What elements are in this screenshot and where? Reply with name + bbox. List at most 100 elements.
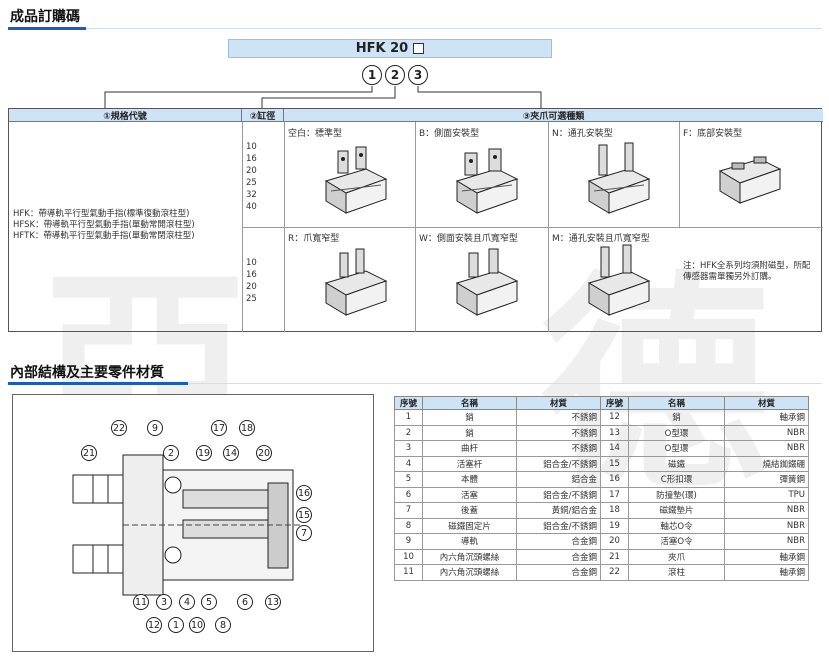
table-cell: 軸芯O令 xyxy=(628,517,725,534)
table-cell: 9 xyxy=(394,533,423,550)
callout-6: 6 xyxy=(237,594,253,610)
table-cell: 10 xyxy=(394,548,423,565)
callout-13: 13 xyxy=(265,594,281,610)
gripper-label-bottom: F：底部安裝型 xyxy=(683,129,743,139)
callout-7: 7 xyxy=(296,525,312,541)
table-cell: 內六角沉頭螺絲 xyxy=(422,564,517,581)
callout-2: 2 xyxy=(163,445,179,461)
section-underline xyxy=(8,27,86,30)
selection-table: ①規格代號 ②缸徑 ③夾爪可選種類 HFK：帶導軌平行型氣動手指(標準復動滾柱型… xyxy=(8,108,823,332)
table-cell: 不銹鋼 xyxy=(516,440,601,457)
header-spec-code: ①規格代號 xyxy=(9,109,242,122)
table-cell: 19 xyxy=(600,517,629,534)
col-header-material: 材質 xyxy=(724,396,809,410)
header-bore: ②缸徑 xyxy=(242,109,284,122)
table-cell: 21 xyxy=(600,548,629,565)
code-circle-1: 1 xyxy=(362,65,382,85)
ordering-note: 注：HFK全系列均須附磁型，所配傳感器需單獨另外訂購。 xyxy=(683,261,811,282)
callout-17: 17 xyxy=(211,420,227,436)
bore-top-list: 10 16 20 25 32 40 xyxy=(246,142,257,212)
section-rule xyxy=(86,28,822,29)
table-cell: 14 xyxy=(600,440,629,457)
callout-22: 22 xyxy=(111,420,127,436)
table-cell: NBR xyxy=(724,440,809,457)
gripper-label-through-narrow: M：通孔安裝且爪寬窄型 xyxy=(552,234,650,244)
table-cell: TPU xyxy=(724,486,809,503)
section-underline xyxy=(8,382,188,385)
table-cell: 7 xyxy=(394,502,423,519)
table-cell: 12 xyxy=(600,409,629,426)
callout-21: 21 xyxy=(81,445,97,461)
table-cell: NBR xyxy=(724,533,809,550)
callout-3: 3 xyxy=(156,594,172,610)
table-cell: NBR xyxy=(724,424,809,441)
table-cell: 活塞 xyxy=(422,486,517,503)
table-cell: 磁鐵固定片 xyxy=(422,517,517,534)
callout-16: 16 xyxy=(296,485,312,501)
table-cell: 17 xyxy=(600,486,629,503)
table-cell: O型環 xyxy=(628,424,725,441)
callout-12: 12 xyxy=(146,617,162,633)
col-header-name: 名稱 xyxy=(628,396,725,410)
callout-11: 11 xyxy=(133,594,149,610)
cross-section-drawing xyxy=(72,454,303,596)
col-header-no: 序號 xyxy=(394,396,423,410)
table-cell: 滾柱 xyxy=(628,564,725,581)
order-code-connector-lines xyxy=(104,86,542,108)
table-cell: 1 xyxy=(394,409,423,426)
callout-5: 5 xyxy=(201,594,217,610)
table-cell: 鋁合金/不銹鋼 xyxy=(516,517,601,534)
table-cell: 13 xyxy=(600,424,629,441)
col-header-material: 材質 xyxy=(516,396,601,410)
table-cell: 不銹鋼 xyxy=(516,424,601,441)
internal-structure-diagram: 21 22 9 2 17 18 19 14 20 16 15 7 11 3 4 … xyxy=(12,394,374,652)
callout-14: 14 xyxy=(223,445,239,461)
bore-bottom-list: 10 16 20 25 xyxy=(246,258,257,304)
code-circle-2: 2 xyxy=(385,65,405,85)
table-cell: 8 xyxy=(394,517,423,534)
callout-4: 4 xyxy=(179,594,195,610)
table-cell: 18 xyxy=(600,502,629,519)
table-cell: C形扣環 xyxy=(628,471,725,488)
table-cell: 夾爪 xyxy=(628,548,725,565)
table-cell: 燒結銣鐵硼 xyxy=(724,455,809,472)
spec-line-2: HFSK：帶導軌平行型氣動手指(單動常開滾柱型) xyxy=(13,220,195,230)
callout-1: 1 xyxy=(168,617,184,633)
col-header-no: 序號 xyxy=(600,396,629,410)
table-cell: 不銹鋼 xyxy=(516,409,601,426)
section-title-structure: 內部結構及主要零件材質 xyxy=(10,365,164,381)
gripper-side-narrow-icon xyxy=(455,248,519,316)
order-code-model: HFK 20 xyxy=(355,41,409,56)
table-cell: 合金鋼 xyxy=(516,533,601,550)
gripper-through-hole-icon xyxy=(587,142,651,214)
order-code-box: HFK 20 xyxy=(228,39,552,58)
table-cell: 11 xyxy=(394,564,423,581)
gripper-label-standard: 空白：標準型 xyxy=(288,129,343,139)
code-circle-3: 3 xyxy=(408,65,428,85)
callout-15: 15 xyxy=(296,507,312,523)
table-cell: 後蓋 xyxy=(422,502,517,519)
callout-18: 18 xyxy=(239,420,255,436)
table-cell: 軸承鋼 xyxy=(724,564,809,581)
callout-10: 10 xyxy=(189,617,205,633)
table-cell: 鋁合金 xyxy=(516,471,601,488)
section-title-order-code: 成品訂購碼 xyxy=(10,9,80,25)
callout-9: 9 xyxy=(147,420,163,436)
table-cell: 5 xyxy=(394,471,423,488)
gripper-bottom-mount-icon xyxy=(718,156,782,204)
gripper-label-side-narrow: W：側面安裝且爪寬窄型 xyxy=(419,234,518,244)
table-cell: 磁鐵 xyxy=(628,455,725,472)
table-cell: 6 xyxy=(394,486,423,503)
gripper-standard-icon xyxy=(324,146,388,214)
table-cell: 彈簧鋼 xyxy=(724,471,809,488)
table-cell: 合金鋼 xyxy=(516,548,601,565)
